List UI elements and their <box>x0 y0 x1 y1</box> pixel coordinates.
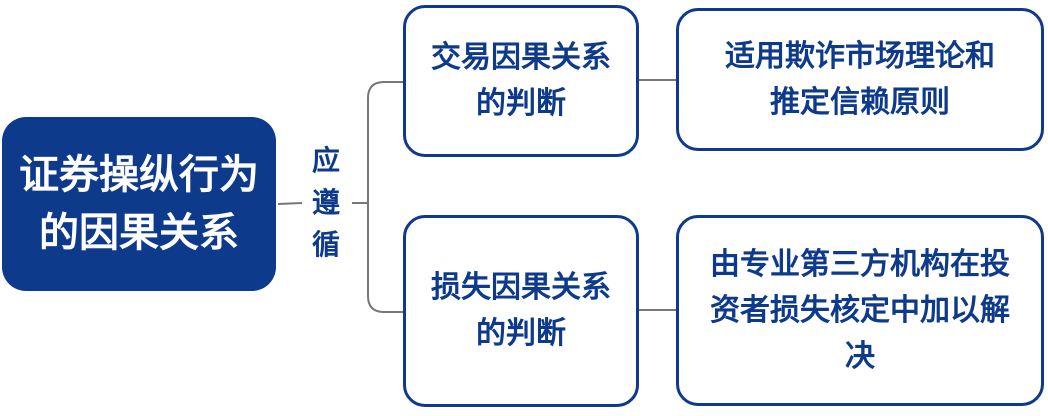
branch-loss-causation: 损失因果关系的判断 <box>403 215 639 407</box>
branch-trade-causation: 交易因果关系的判断 <box>403 5 639 157</box>
connector-label: 应遵循 <box>311 144 340 261</box>
root-node: 证券操纵行为的因果关系 <box>2 117 276 291</box>
result-trade-causation: 适用欺诈市场理论和推定信赖原则 <box>676 8 1044 151</box>
result-loss-causation: 由专业第三方机构在投资者损失核定中加以解决 <box>676 215 1044 406</box>
